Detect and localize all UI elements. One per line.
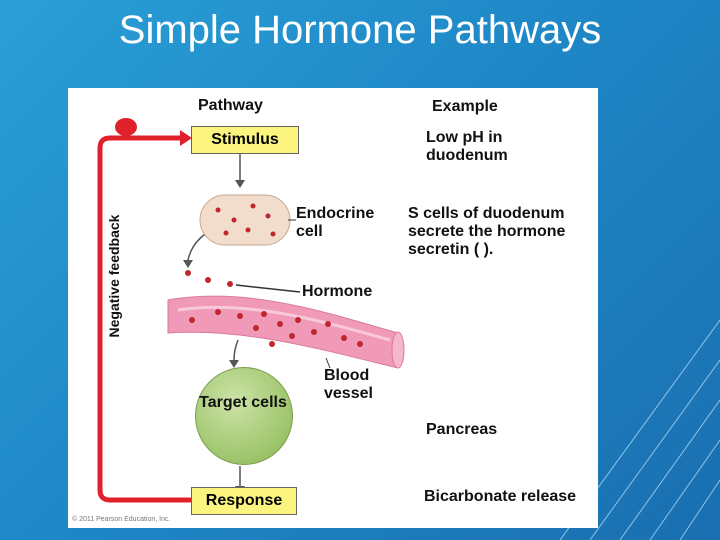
hormone-label: Hormone xyxy=(302,283,373,300)
slide-title: Simple Hormone Pathways xyxy=(118,8,602,52)
endocrine-cell-label: Endocrine cell xyxy=(296,205,375,240)
header-pathway: Pathway xyxy=(198,97,263,114)
blood-vessel-label: Blood vessel xyxy=(324,367,373,402)
target-cell xyxy=(195,367,293,465)
target-cells-label: Target cells xyxy=(199,394,287,411)
feedback-start-dot xyxy=(115,118,137,136)
endocrine-example: S cells of duodenum secrete the hormone … xyxy=(408,205,566,258)
pathway-diagram xyxy=(97,118,405,503)
stimulus-label: Stimulus xyxy=(211,131,279,148)
response-example: Bicarbonate release xyxy=(424,488,577,505)
negative-feedback-label: Negative feedback xyxy=(106,214,122,338)
stimulus-example: Low pH in duodenum xyxy=(426,129,508,164)
header-example: Example xyxy=(432,98,498,115)
endocrine-cell xyxy=(199,194,291,246)
response-box: Response xyxy=(191,487,297,515)
stimulus-arrowhead xyxy=(235,180,245,188)
feedback-arrow xyxy=(97,135,191,503)
stimulus-box: Stimulus xyxy=(191,126,299,154)
target-example: Pancreas xyxy=(426,421,498,438)
copyright-notice: © 2011 Pearson Education, Inc. xyxy=(72,516,171,523)
feedback-arrowhead xyxy=(180,130,192,146)
response-label: Response xyxy=(205,492,283,509)
diagram-panel: Pathway Example Stimulus Low pH in duode… xyxy=(68,88,598,528)
